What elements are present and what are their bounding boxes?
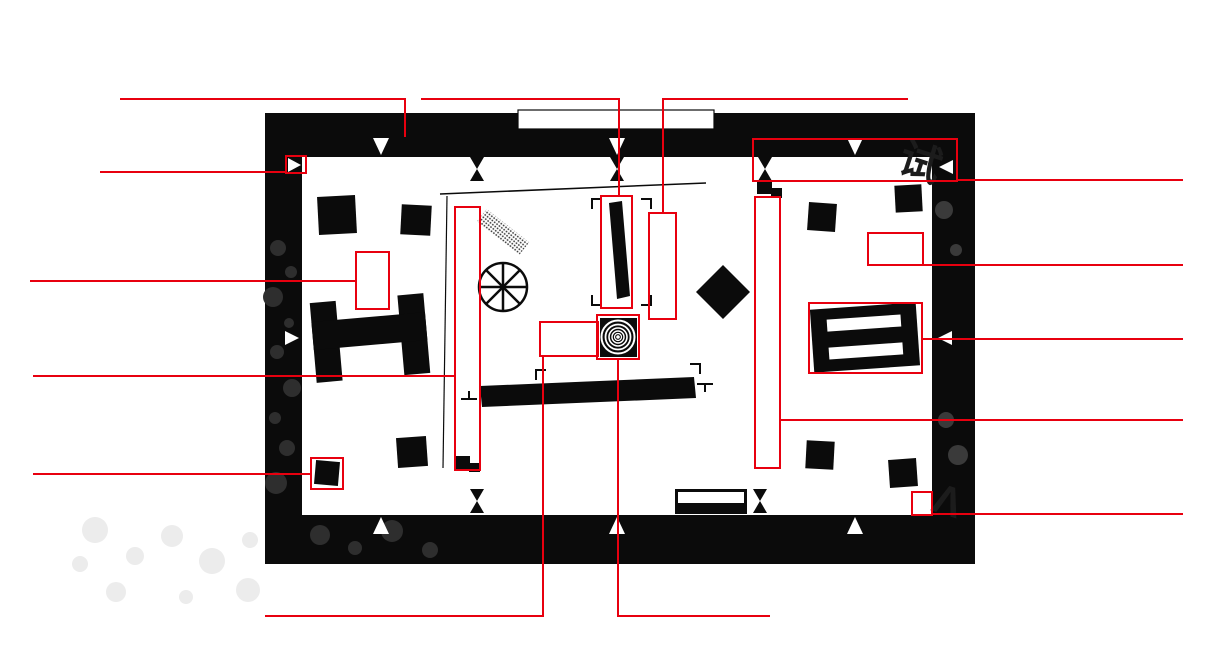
white-framing-triangles	[373, 138, 863, 534]
halftone-bar	[476, 209, 530, 255]
red-callout-lines	[30, 98, 1183, 617]
left-h-bar-pattern	[309, 293, 431, 383]
white-framing-arrow-topleft	[288, 158, 301, 172]
h-bar-pattern	[809, 302, 921, 373]
left-patterns	[309, 195, 432, 487]
red-box-bw-arrow	[911, 491, 933, 516]
values-note-box	[517, 109, 715, 130]
red-box-white-arrow	[285, 155, 307, 174]
hourglass-marks	[470, 157, 772, 513]
corner-brackets	[461, 198, 713, 400]
black-square	[400, 204, 432, 236]
tilted-square-pattern	[313, 459, 341, 487]
red-box-horizontal-wedge	[539, 321, 599, 357]
red-box-right-wedge	[867, 232, 924, 266]
slanted-black-bar	[609, 201, 630, 299]
red-box-positioning-marks	[752, 138, 958, 182]
red-annotations	[30, 98, 1183, 617]
red-box-slanted-bar	[600, 195, 633, 309]
black-diamond	[696, 265, 750, 319]
spoke-wheel	[477, 261, 529, 313]
frame-markers	[285, 109, 953, 534]
black-square	[317, 195, 357, 235]
red-box-burst-strip	[754, 196, 781, 469]
black-square	[395, 435, 429, 469]
branding-box	[675, 489, 747, 514]
red-box-linear-sweep	[454, 206, 481, 471]
low-tilt-black-bar	[480, 377, 696, 407]
zone-plate	[600, 318, 637, 357]
right-patterns	[805, 184, 923, 488]
